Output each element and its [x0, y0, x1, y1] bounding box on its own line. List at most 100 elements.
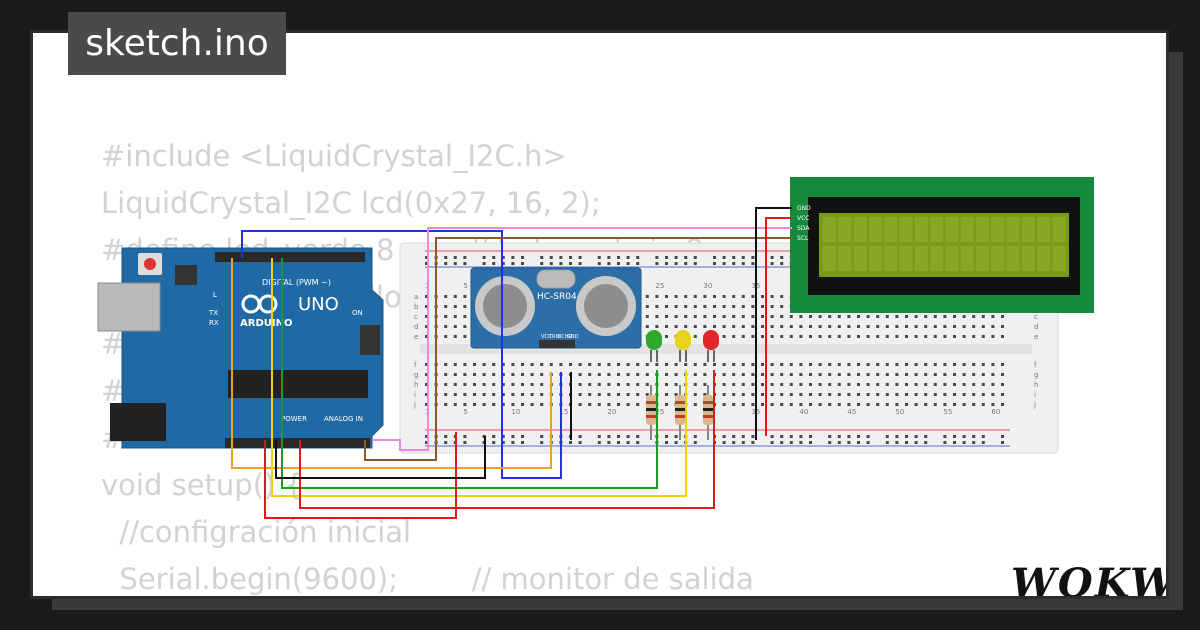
lcd-pin-sda: SDA: [797, 225, 810, 232]
hc-sr04-sensor[interactable]: HC-SR04 VCC TRIG ECHO GND: [470, 267, 642, 349]
lcd-cell: [838, 217, 852, 242]
row-letter: h: [414, 381, 418, 389]
circuit-diagram[interactable]: 1155101015152020252530303535404045455050…: [33, 33, 1166, 596]
lcd-cell: [899, 246, 913, 271]
lcd-display[interactable]: GND VCC SDA SCL: [790, 177, 1094, 313]
icsp-header-2: [360, 325, 380, 355]
lcd-cell: [914, 217, 928, 242]
icsp-header: [175, 265, 197, 285]
lcd-cell: [1052, 217, 1066, 242]
wire-red-2: [299, 370, 715, 509]
lcd-cell: [853, 217, 867, 242]
column-number: 30: [703, 282, 712, 290]
row-letter: b: [414, 303, 419, 311]
row-letter: i: [1034, 391, 1036, 399]
row-letter: c: [1034, 313, 1038, 321]
lcd-cell: [823, 246, 836, 271]
l-label: L: [213, 291, 217, 299]
lcd-cell: [868, 217, 882, 242]
lcd-cell: [1037, 217, 1051, 242]
board-model: UNO: [298, 294, 339, 315]
lcd-cell: [1052, 246, 1066, 271]
lcd-cell: [1006, 217, 1020, 242]
board-brand: ARDUINO: [240, 318, 292, 329]
row-letter: h: [1034, 381, 1038, 389]
power-jack: [110, 403, 166, 441]
wire-pink: [372, 227, 792, 451]
sensor-label: HC-SR04: [537, 292, 577, 302]
code-line: LiquidCrystal_I2C lcd(0x27, 16, 2);: [101, 186, 601, 220]
arduino-logo-icon: [241, 294, 278, 314]
sensor-pin-trig: TRIG: [548, 334, 561, 340]
led-red[interactable]: [703, 330, 719, 362]
lcd-cell: [976, 217, 989, 242]
digital-header: [215, 252, 365, 262]
lcd-cell: [945, 217, 959, 242]
column-number: 40: [799, 408, 808, 416]
wire-orange: [231, 258, 552, 469]
code-line: #include <LiquidCrystal_I2C.h>: [101, 139, 567, 173]
lcd-cell: [1006, 246, 1020, 271]
lcd-cell: [930, 217, 944, 242]
column-number: 45: [847, 408, 856, 416]
digital-label: DIGITAL (PWM ~): [262, 278, 331, 287]
rx-label: RX: [209, 319, 219, 327]
lcd-cell: [914, 246, 928, 271]
row-letter: d: [414, 323, 418, 331]
lcd-cell: [899, 217, 913, 242]
column-number: 15: [559, 408, 568, 416]
row-letter: j: [413, 401, 416, 409]
wire-lcd-gnd: [755, 207, 792, 440]
wokwi-logo[interactable]: WOKWi: [1011, 560, 1166, 596]
reset-button-cap[interactable]: [144, 258, 156, 270]
row-letter: a: [414, 293, 418, 301]
lcd-cell: [991, 217, 1005, 242]
card-shadow-bottom: [52, 596, 1183, 610]
lcd-cell: [991, 246, 1005, 271]
analog-power-header: [225, 438, 370, 448]
lcd-cell: [853, 246, 867, 271]
card-shadow-right: [1166, 52, 1183, 600]
sensor-pin-gnd: GND: [567, 334, 579, 340]
row-letter: f: [1034, 361, 1037, 369]
row-letter: c: [414, 313, 418, 321]
row-letter: g: [414, 371, 418, 379]
wire-yellow: [271, 258, 687, 497]
wire-green: [281, 258, 658, 489]
column-number: 60: [991, 408, 1000, 416]
column-number: 55: [943, 408, 952, 416]
usb-port: [97, 282, 161, 332]
led-green[interactable]: [646, 330, 662, 362]
row-letter: j: [1033, 401, 1036, 409]
lcd-pin-gnd: GND: [797, 205, 811, 212]
sensor-pin-echo: ECHO: [558, 334, 572, 340]
power-label: POWER: [281, 415, 307, 423]
lcd-cell: [884, 217, 898, 242]
lcd-cell: [868, 246, 882, 271]
led-yellow[interactable]: [675, 330, 691, 362]
lcd-cell: [1021, 217, 1035, 242]
lcd-cell: [960, 246, 974, 271]
row-letter: e: [414, 333, 418, 341]
lcd-cell: [838, 246, 852, 271]
lcd-cell: [1037, 246, 1051, 271]
column-number: 5: [463, 282, 467, 290]
file-title-tab[interactable]: sketch.ino: [68, 12, 286, 75]
lcd-character-cells: [823, 217, 1066, 271]
preview-card[interactable]: #include <LiquidCrystal_I2C.h> LiquidCry…: [33, 33, 1166, 596]
lcd-cell: [976, 246, 989, 271]
column-number: 50: [895, 408, 904, 416]
resistor-2: [675, 385, 685, 440]
wire-brown: [364, 237, 792, 461]
lcd-cell: [945, 246, 959, 271]
row-letter: f: [414, 361, 417, 369]
row-letter: d: [1034, 323, 1038, 331]
code-line: //configración inicial: [119, 515, 412, 549]
lcd-cell: [930, 246, 944, 271]
arduino-uno[interactable]: DIGITAL (PWM ~) UNO ARDUINO ANALOG IN PO…: [97, 247, 384, 449]
lcd-cell: [960, 217, 974, 242]
sensor-pin-vcc: VCC: [541, 334, 552, 340]
row-letter: e: [1034, 333, 1038, 341]
lcd-pin-vcc: VCC: [797, 215, 809, 222]
wires: [231, 207, 792, 519]
